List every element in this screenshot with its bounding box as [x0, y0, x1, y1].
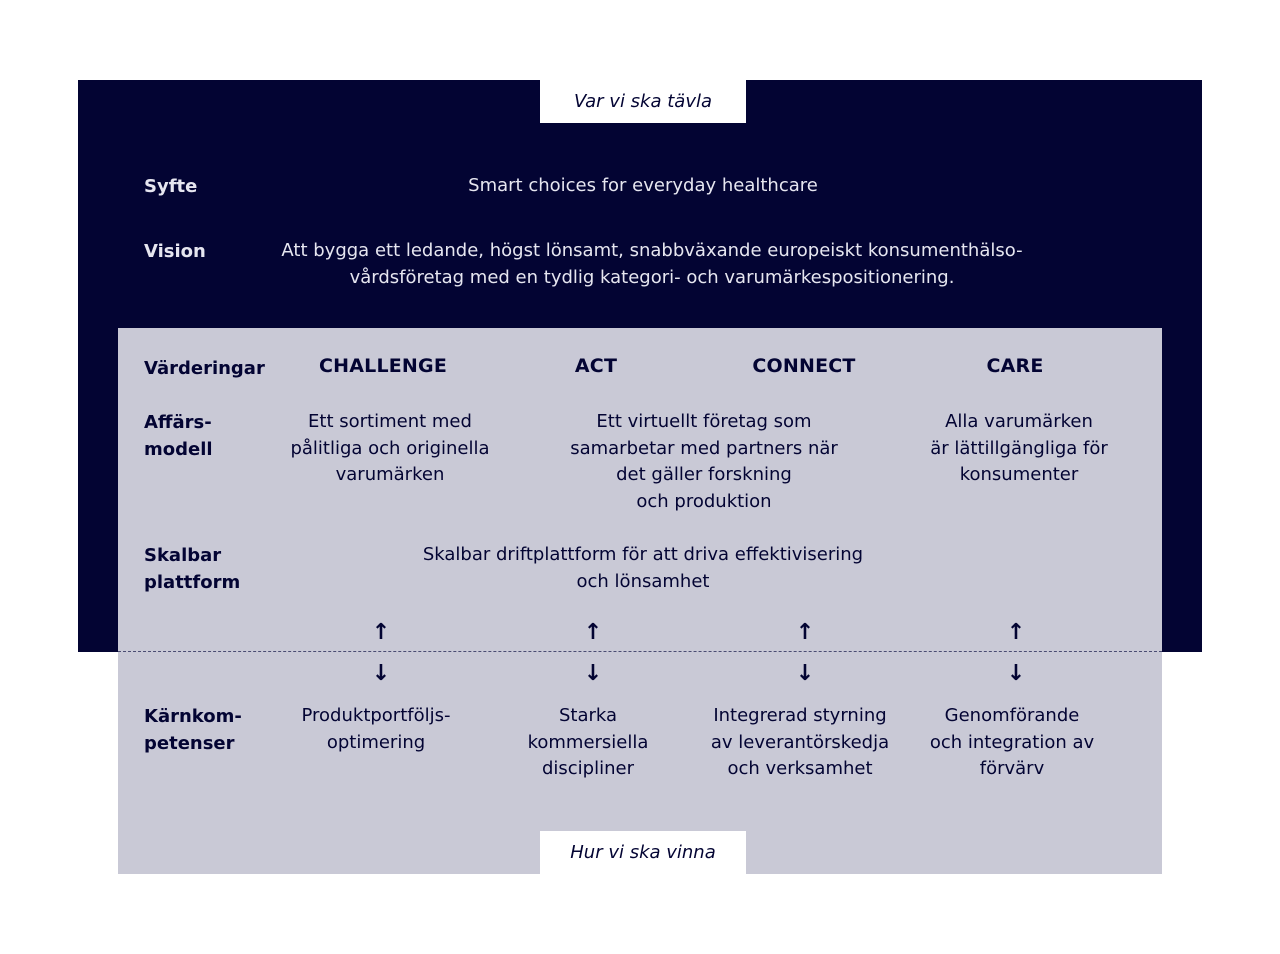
where-to-compete-tab: Var vi ska tävla	[540, 80, 746, 123]
values-label: Värderingar	[144, 358, 265, 379]
value-care: CARE	[986, 355, 1044, 377]
platform-label: Skalbar plattform	[144, 545, 241, 593]
arrow-down-icon: ↓	[795, 661, 815, 686]
arrow-up-icon: ↑	[583, 620, 603, 645]
value-act: ACT	[574, 355, 618, 377]
vision-label: Vision	[144, 241, 206, 262]
competency-acquisitions: Genomförande och integration av förvärv	[929, 705, 1095, 779]
how-to-win-panel	[118, 328, 1162, 874]
arrow-up-icon: ↑	[371, 620, 391, 645]
divider-dashed-line	[118, 651, 1162, 652]
business-model-availability: Alla varumärken är lättillgängliga för k…	[930, 411, 1108, 485]
value-connect: CONNECT	[752, 355, 856, 377]
purpose-text: Smart choices for everyday healthcare	[468, 175, 818, 196]
arrow-down-icon: ↓	[583, 661, 603, 686]
value-challenge: CHALLENGE	[318, 355, 448, 377]
business-model-virtual-company: Ett virtuellt företag som samarbetar med…	[570, 411, 838, 512]
vision-text: Att bygga ett ledande, högst lönsamt, sn…	[281, 240, 1023, 288]
competency-supply-chain: Integrerad styrning av leverantörskedja …	[710, 705, 890, 779]
arrow-up-icon: ↑	[1006, 620, 1026, 645]
business-model-label: Affärs- modell	[144, 412, 213, 460]
competency-portfolio: Produktportföljs- optimering	[301, 705, 451, 753]
arrow-up-icon: ↑	[795, 620, 815, 645]
core-competencies-label: Kärnkom- petenser	[144, 706, 242, 754]
competency-commercial: Starka kommersiella discipliner	[527, 705, 649, 779]
purpose-label: Syfte	[144, 176, 198, 197]
platform-text: Skalbar driftplattform för att driva eff…	[422, 544, 864, 592]
arrow-down-icon: ↓	[1006, 661, 1026, 686]
arrow-down-icon: ↓	[371, 661, 391, 686]
how-to-win-tab: Hur vi ska vinna	[540, 831, 746, 874]
business-model-assortment: Ett sortiment med pålitliga och originel…	[290, 411, 490, 485]
